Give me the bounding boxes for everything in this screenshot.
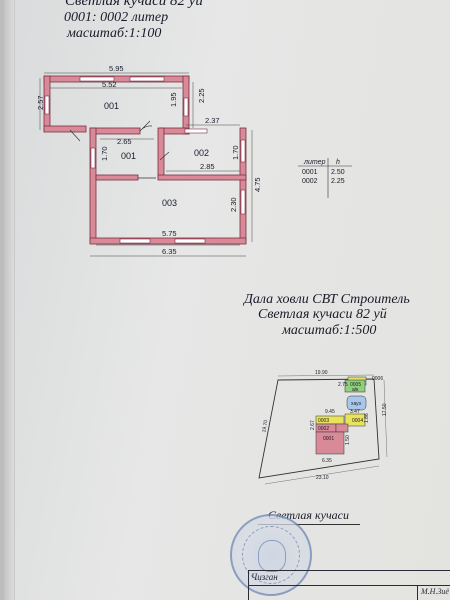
room-label-003: 003	[162, 198, 177, 208]
site-xauz: хауз	[351, 401, 362, 407]
dim-bottom-inner: 5.75	[162, 229, 177, 238]
site-267: 2.67	[310, 420, 316, 430]
height-table-col-liter: литер	[303, 159, 326, 166]
site-scale: масштаб:1:500	[282, 323, 377, 338]
height-table-liter: 0002	[302, 178, 318, 185]
site-right: 17.50	[382, 403, 388, 416]
page-fold	[4, 0, 15, 600]
site-block-0005-sub: a/к	[352, 387, 359, 393]
floor-plan: 5.95 5.52 2.57 1.95 2.25 2.65 2.37 1.70 …	[36, 64, 262, 257]
site-top-right: 0006	[372, 376, 383, 382]
dim-left-170: 1.70	[100, 146, 109, 161]
site-186: 1.86	[364, 413, 370, 423]
height-table: литер h 0001 2.50 0002 2.25	[298, 158, 352, 198]
official-seal	[230, 514, 312, 596]
dim-room001-right: 1.95	[169, 92, 178, 107]
header-address: Светлая кучаси 82 уй	[65, 0, 203, 9]
dim-bottom-outer: 6.35	[162, 247, 177, 256]
dim-237: 2.37	[205, 116, 220, 125]
dim-top-outer: 5.95	[109, 64, 124, 73]
site-275: 2.75	[338, 382, 348, 388]
site-347: 3.47	[350, 409, 360, 415]
dim-right-475: 4.75	[253, 177, 262, 192]
site-945: 9.45	[325, 409, 335, 415]
height-table-liter: 0001	[302, 169, 318, 176]
seal-inner-ring	[242, 526, 300, 584]
site-150: 1.50	[345, 435, 351, 445]
height-table-h: 2.50	[331, 169, 345, 176]
height-table-h: 2.25	[331, 178, 345, 185]
site-address: Светлая кучаси 82 уй	[258, 307, 387, 322]
dim-265: 2.65	[117, 137, 132, 146]
room-label-001-upper: 001	[104, 101, 119, 111]
site-block-0005: 0005	[350, 382, 361, 388]
site-title: Дала ховли СВТ Строитель	[244, 292, 410, 307]
room-label-001-lower: 001	[121, 151, 136, 161]
dim-room003-right: 2.30	[229, 197, 238, 212]
dim-285: 2.85	[200, 162, 215, 171]
dim-left-outer: 2.57	[36, 95, 45, 110]
street-underline	[258, 524, 360, 525]
site-block-0001: 0001	[323, 436, 334, 442]
document-page: Светлая кучаси 82 уй 0001: 0002 литер ма…	[4, 0, 450, 600]
site-block-0003: 0003	[318, 418, 329, 424]
height-table-col-h: h	[336, 159, 340, 166]
dim-top-inner: 5.52	[102, 80, 117, 89]
site-plan: 19.90 0006 2.75 0005 a/к хауз 9.45 3.47 …	[258, 370, 388, 485]
seal-emblem-icon	[258, 540, 286, 572]
site-top: 19.90	[315, 370, 328, 376]
dim-room002-right: 1.70	[231, 145, 240, 160]
signature-table: Чизган М.Н.Зиё	[248, 570, 450, 600]
header-liter: 0001: 0002 литер	[64, 10, 169, 25]
site-left: 19.70	[261, 419, 269, 433]
site-635: 6.35	[322, 458, 332, 464]
signature-table-row	[249, 571, 450, 586]
site-block-0002: 0002	[318, 426, 329, 432]
site-bottom: 23.10	[316, 475, 329, 481]
room-label-002: 002	[194, 148, 209, 158]
signature-table-divider	[417, 585, 418, 600]
signature-table-cell: М.Н.Зиё	[421, 587, 449, 596]
dim-right-upper: 2.25	[197, 88, 206, 103]
site-block-0004: 0004	[352, 418, 363, 424]
header-scale: масштаб:1:100	[67, 26, 162, 41]
signature-table-cell: Чизган	[251, 572, 278, 582]
